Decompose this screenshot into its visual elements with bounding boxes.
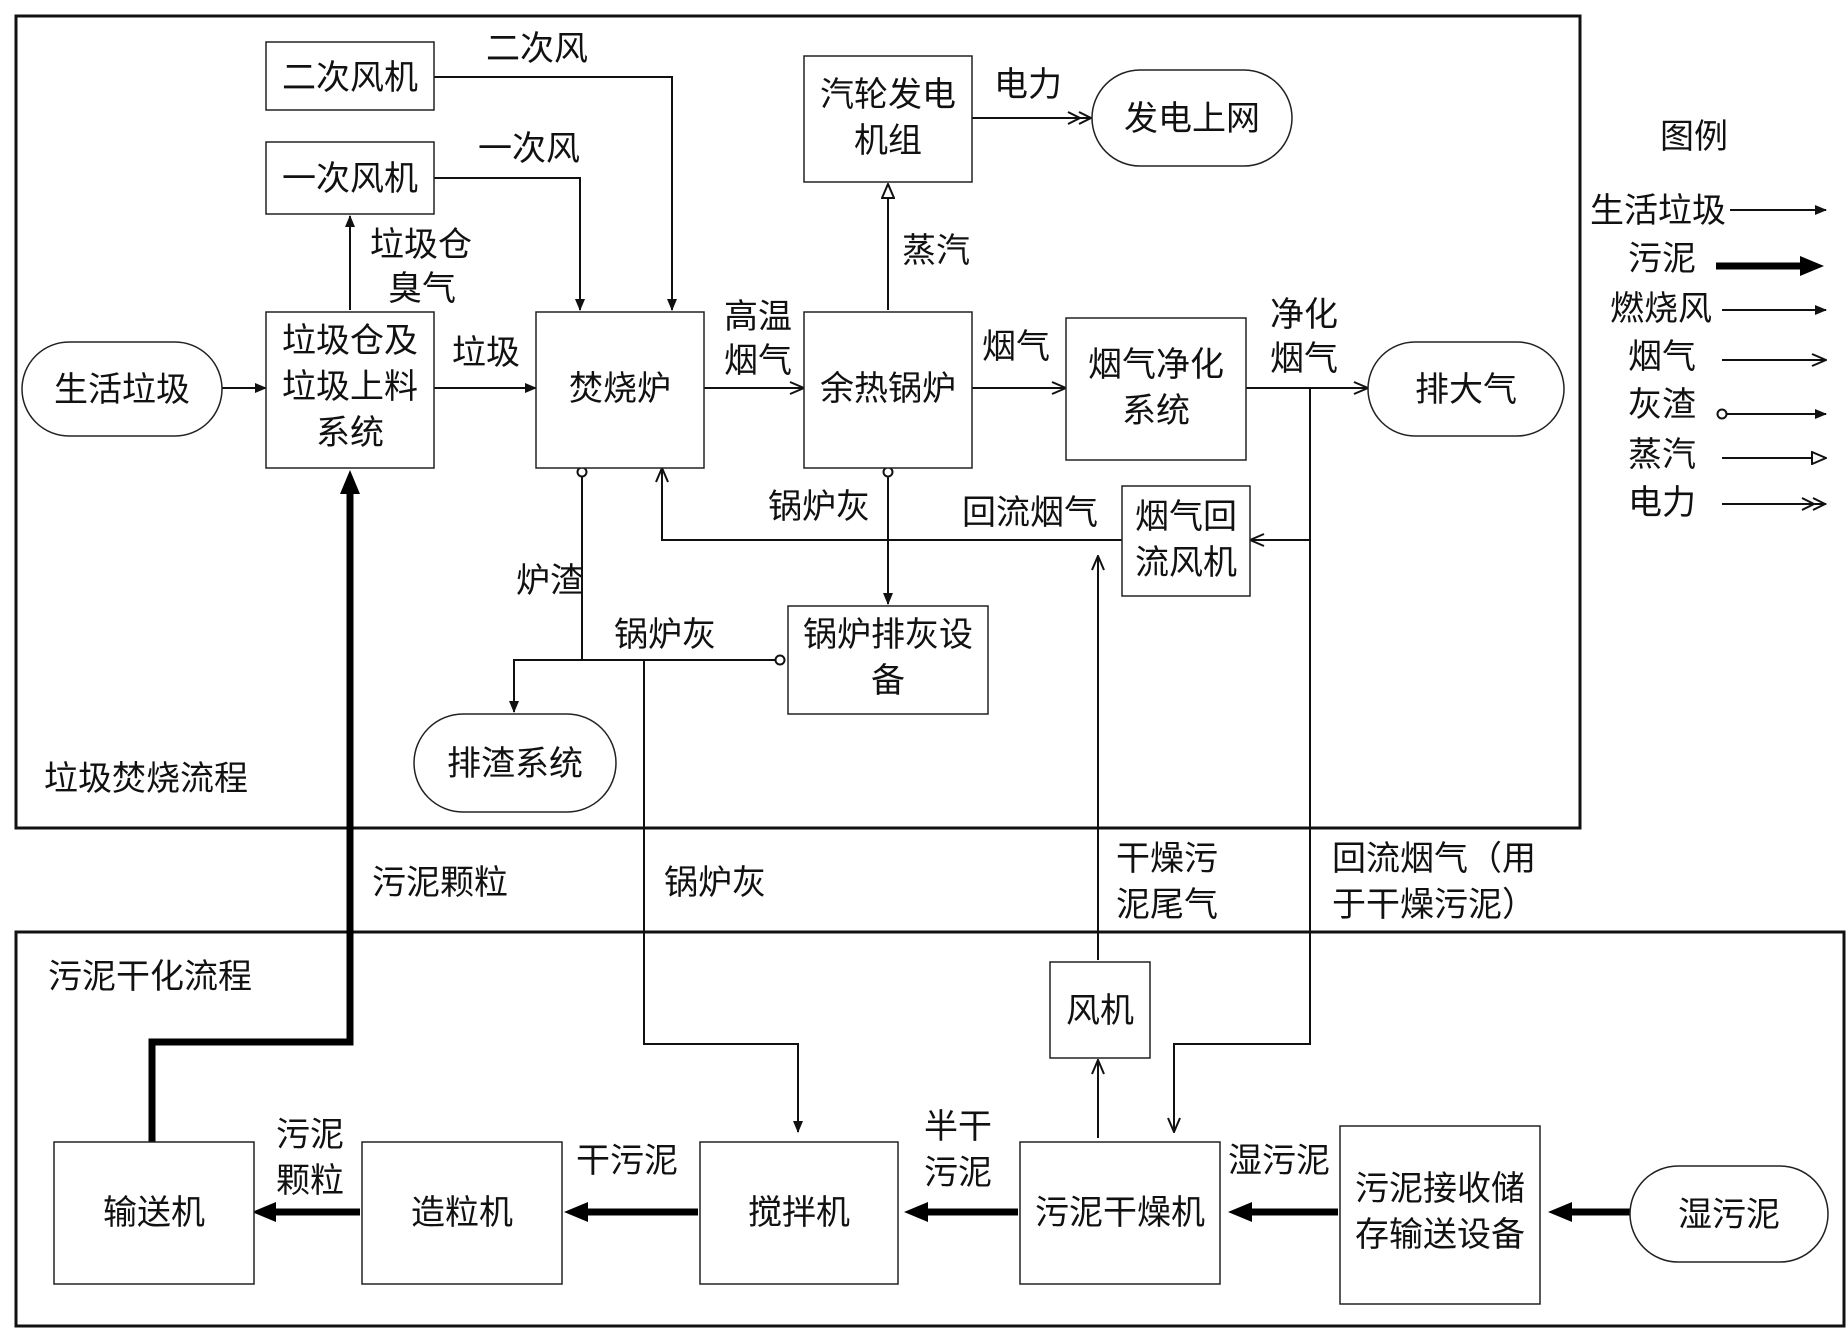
bunker-label-3: 系统	[316, 413, 384, 453]
connectors	[148, 76, 1632, 1222]
granules-to-bunker-arrow	[148, 470, 360, 1142]
granules-label-1: 污泥	[276, 1115, 344, 1155]
conveyor-label: 输送机	[103, 1193, 205, 1233]
mixer-label: 搅拌机	[748, 1193, 850, 1233]
recirc-to-dryer-arrow	[1174, 540, 1311, 1132]
incineration-frame	[14, 14, 1582, 830]
primary-air-arrow	[434, 177, 585, 311]
semi-dry-label-2: 污泥	[924, 1153, 992, 1193]
bunker-label-2: 垃圾上料	[282, 367, 418, 407]
sludge-frame-label: 污泥干化流程	[48, 957, 252, 997]
hot-gas-label-2: 烟气	[724, 341, 792, 381]
recirc-fan-label-2: 流风机	[1135, 543, 1237, 583]
incineration-frame-label: 垃圾焚烧流程	[44, 759, 248, 799]
legend-ash-label: 灰渣	[1628, 385, 1696, 425]
boiler-label: 余热锅炉	[820, 369, 956, 409]
steam-label: 蒸汽	[902, 231, 970, 271]
slag-system-node	[413, 713, 617, 813]
boiler-node	[803, 311, 973, 469]
msw-source-label: 生活垃圾	[54, 370, 190, 410]
gas-cleaning-label-1: 烟气净化	[1088, 345, 1224, 385]
gas-cleaning-label-2: 系统	[1122, 391, 1190, 431]
gas-cleaning-node	[1065, 317, 1247, 461]
legend-fluegas-label: 烟气	[1628, 337, 1696, 377]
conveyor-node	[53, 1141, 255, 1285]
sludge-storage-label-2: 存输送设备	[1355, 1215, 1525, 1255]
ash-equipment-label-1: 锅炉排灰设	[803, 615, 973, 655]
bunker-label-1: 垃圾仓及	[282, 321, 418, 361]
sludge-storage-label-1: 污泥接收储	[1355, 1169, 1525, 1209]
flue-gas-label: 烟气	[982, 327, 1050, 367]
ash-equipment-node	[787, 605, 989, 715]
incinerator-label: 焚烧炉	[569, 369, 671, 409]
fan-node	[1049, 961, 1151, 1059]
recirc-gas-label: 回流烟气	[962, 493, 1098, 533]
legend-power-label: 电力	[1628, 483, 1696, 523]
dryer-exhaust-label-2: 泥尾气	[1116, 885, 1218, 925]
wet-sludge-source-label: 湿污泥	[1678, 1195, 1780, 1235]
dryer-node	[1019, 1141, 1221, 1285]
edge-labels: 二次风 一次风 垃圾仓 臭气 垃圾 高温 烟气 电力 蒸汽 烟气 净化 烟气 锅…	[276, 29, 1536, 1201]
sludge-storage-node	[1339, 1125, 1541, 1305]
ash-equipment-label-2: 备	[871, 661, 905, 701]
msw-source-node	[21, 341, 223, 437]
hot-gas-label-1: 高温	[724, 297, 792, 337]
legend-air-label: 燃烧风	[1610, 289, 1712, 329]
recirc-fan-label-1: 烟气回	[1135, 497, 1237, 537]
legend-title: 图例	[1660, 117, 1728, 157]
slag-system-label: 排渣系统	[447, 744, 583, 784]
grid-node	[1091, 69, 1293, 167]
legend-sludge-label: 污泥	[1628, 239, 1696, 279]
dryer-exhaust-label-1: 干燥污	[1116, 839, 1218, 879]
recirc-fan-node	[1121, 485, 1251, 597]
dryer-label: 污泥干燥机	[1035, 1193, 1205, 1233]
granules-label-2: 颗粒	[276, 1161, 344, 1201]
granulator-node	[361, 1141, 563, 1285]
waste-label: 垃圾	[452, 333, 520, 373]
sludge-frame	[14, 930, 1846, 1328]
slag-label: 炉渣	[516, 561, 584, 601]
turbine-node	[803, 55, 973, 183]
to-recirc-fan-arrow	[1250, 388, 1311, 540]
boiler-ash-label-2: 锅炉灰	[614, 615, 716, 655]
clean-gas-label-2: 烟气	[1270, 339, 1338, 379]
recirc-gas-arrow	[662, 468, 1122, 541]
primary-fan-label: 一次风机	[282, 159, 418, 199]
grid-label: 发电上网	[1124, 99, 1260, 139]
primary-fan-node	[265, 141, 435, 215]
recirc-drying-label-1: 回流烟气（用	[1332, 839, 1536, 879]
power-label: 电力	[994, 65, 1062, 105]
secondary-air-arrow	[434, 76, 677, 311]
recirc-drying-label-2: 于干燥污泥）	[1332, 885, 1536, 925]
sludge-granules-label: 污泥颗粒	[372, 863, 508, 903]
legend: 图例 生活垃圾 污泥 燃烧风 烟气 灰渣 蒸汽 电力	[1590, 117, 1827, 523]
primary-air-label: 一次风	[478, 129, 580, 169]
bunker-odor-label-2: 臭气	[388, 269, 456, 309]
secondary-fan-node	[265, 41, 435, 111]
boiler-ash-label-3: 锅炉灰	[664, 863, 766, 903]
legend-steam-label: 蒸汽	[1628, 435, 1696, 475]
legend-msw-label: 生活垃圾	[1590, 191, 1726, 231]
granulator-label: 造粒机	[411, 1193, 513, 1233]
turbine-label-1: 汽轮发电	[820, 75, 956, 115]
semi-dry-label-1: 半干	[924, 1107, 992, 1147]
wet-sludge-source-node	[1629, 1165, 1829, 1263]
incinerator-node	[535, 311, 705, 469]
atmosphere-label: 排大气	[1415, 370, 1517, 410]
atmosphere-node	[1367, 341, 1565, 437]
wet-sludge-label: 湿污泥	[1228, 1141, 1330, 1181]
secondary-air-label: 二次风	[486, 29, 588, 69]
bunker-odor-label-1: 垃圾仓	[370, 225, 472, 265]
clean-gas-label-1: 净化	[1270, 295, 1338, 335]
boiler-ash-label: 锅炉灰	[768, 487, 870, 527]
secondary-fan-label: 二次风机	[282, 58, 418, 98]
ash-to-mixer-arrow	[643, 660, 803, 1133]
bunker-node	[265, 311, 435, 469]
dry-sludge-label: 干污泥	[576, 1141, 678, 1181]
slag-arrow	[509, 466, 588, 713]
turbine-label-2: 机组	[854, 121, 922, 161]
fan-label: 风机	[1066, 991, 1134, 1031]
mixer-node	[699, 1141, 899, 1285]
